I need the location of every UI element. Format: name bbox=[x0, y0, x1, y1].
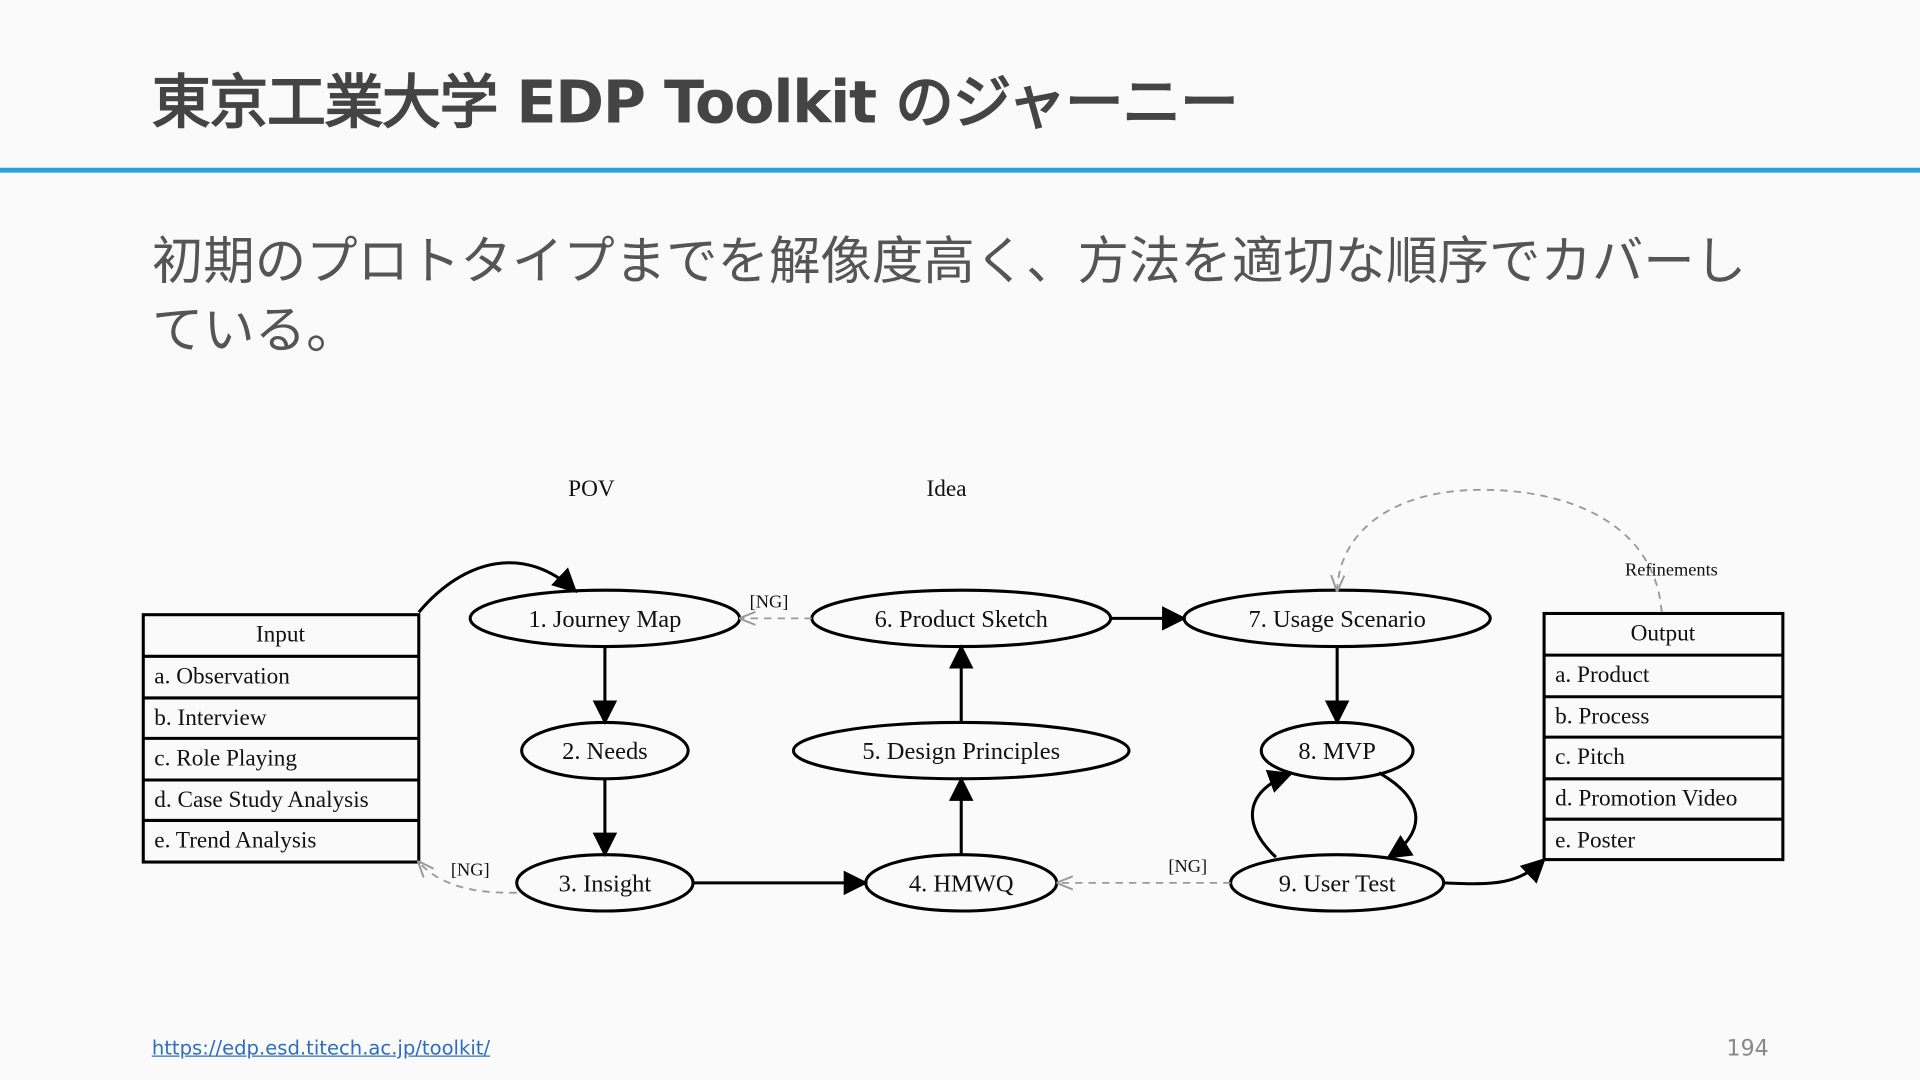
output-item: b. Process bbox=[1555, 704, 1649, 730]
page-title: 東京工業大学 EDP Toolkit のジャーニー bbox=[151, 68, 1239, 138]
node-label: 9. User Test bbox=[1279, 870, 1396, 897]
page-number: 194 bbox=[1726, 1035, 1769, 1062]
body-text: 初期のプロトタイプまでを解像度高く、方法を適切な順序でカバーしている。 bbox=[151, 231, 1747, 361]
edge-input-journey-map bbox=[417, 561, 578, 614]
node-label: 2. Needs bbox=[562, 738, 648, 765]
edge-user-test-mvp bbox=[1250, 769, 1293, 859]
edge-label-ng: [NG] bbox=[1168, 856, 1207, 876]
output-header: Output bbox=[1631, 620, 1696, 646]
output-item: d. Promotion Video bbox=[1555, 786, 1737, 812]
title-divider bbox=[0, 167, 1920, 173]
edge-refinements bbox=[1337, 488, 1663, 613]
input-item: d. Case Study Analysis bbox=[154, 787, 368, 813]
edge-user-test-output bbox=[1443, 857, 1546, 886]
node-label: 8. MVP bbox=[1298, 738, 1376, 765]
toolkit-link[interactable]: https://edp.esd.titech.ac.jp/toolkit/ bbox=[151, 1035, 491, 1060]
edge-label-ng: [NG] bbox=[451, 860, 490, 880]
label-pov: POV bbox=[568, 476, 615, 502]
input-header: Input bbox=[256, 622, 306, 648]
input-item: e. Trend Analysis bbox=[154, 827, 316, 853]
output-item: c. Pitch bbox=[1555, 744, 1625, 770]
label-idea: Idea bbox=[927, 476, 967, 502]
input-item: a. Observation bbox=[154, 663, 290, 689]
node-label: 4. HMWQ bbox=[909, 870, 1014, 897]
input-item: b. Interview bbox=[154, 705, 267, 731]
node-label: 1. Journey Map bbox=[528, 606, 681, 633]
node-label: 6. Product Sketch bbox=[875, 606, 1048, 633]
output-table bbox=[1542, 611, 1785, 862]
output-item: e. Poster bbox=[1555, 827, 1635, 853]
node-label: 5. Design Principles bbox=[862, 738, 1060, 765]
edge-label-ng: [NG] bbox=[750, 591, 789, 611]
node-label: 3. Insight bbox=[559, 870, 652, 897]
output-item: a. Product bbox=[1555, 662, 1650, 688]
edge-label-refinements: Refinements bbox=[1625, 560, 1718, 580]
edge-ng-insight-input bbox=[419, 862, 517, 894]
node-label: 7. Usage Scenario bbox=[1248, 606, 1425, 633]
input-table bbox=[141, 613, 421, 864]
edge-mvp-user-test bbox=[1378, 771, 1418, 859]
input-item: c. Role Playing bbox=[154, 745, 297, 771]
